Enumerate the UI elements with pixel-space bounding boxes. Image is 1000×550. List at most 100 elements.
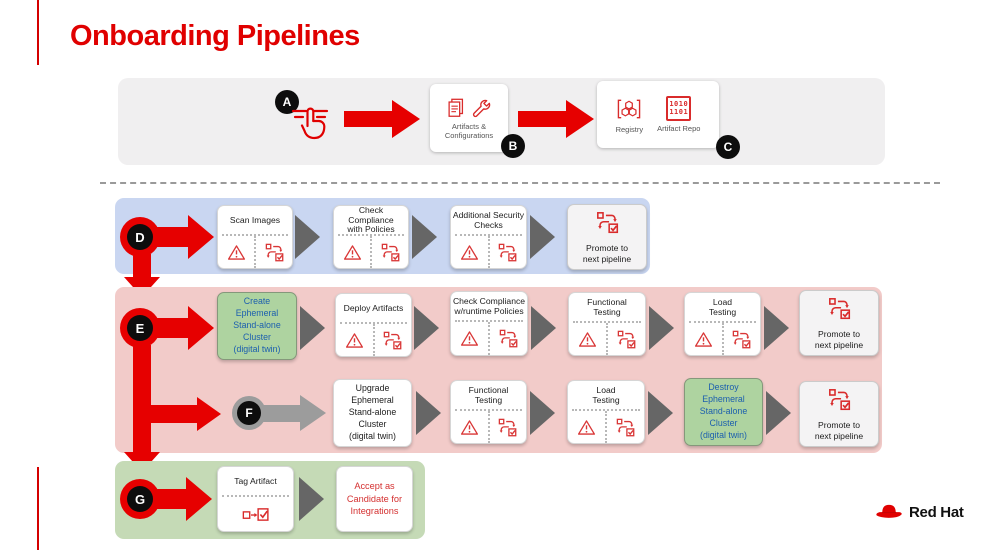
- step-card-load-testing-f: Load Testing: [567, 380, 645, 444]
- step-title: Destroy Ephemeral Stand-alone Cluster (d…: [699, 382, 748, 440]
- dotted-divider: [338, 234, 404, 236]
- pipeline-icon: [380, 242, 401, 263]
- badge-b: B: [501, 134, 525, 158]
- registry-item: Registry: [616, 96, 643, 134]
- pipeline-icon: [382, 330, 403, 351]
- e-down-line: [133, 345, 151, 454]
- step-arrow-icon: [649, 306, 674, 350]
- artifacts-configurations-card: Artifacts & Configurations: [430, 84, 508, 152]
- g-arrow: [152, 489, 186, 509]
- warning-icon: [344, 330, 365, 351]
- badge-d: D: [127, 224, 153, 250]
- warning-icon: [576, 417, 597, 438]
- step-card-check-runtime: Check Compliance w/runtime Policies: [450, 291, 528, 356]
- pipeline-icon: [497, 417, 518, 438]
- g-arrow-head: [186, 477, 212, 521]
- badge-e: E: [127, 315, 153, 341]
- promote-card-f: Promote to next pipeline: [799, 381, 879, 447]
- promote-label: Promote to next pipeline: [582, 243, 632, 264]
- hand-press-icon: [286, 99, 334, 145]
- document-icon: [445, 97, 467, 119]
- warning-icon: [693, 329, 714, 350]
- step-title: Check Compliance with Policies: [347, 204, 395, 235]
- flow-arrow: [344, 111, 392, 127]
- accept-label: Accept as Candidate for Integrations: [346, 481, 403, 517]
- pipeline-icon: [827, 296, 852, 321]
- step-arrow-icon: [764, 306, 789, 350]
- step-title: Load Testing: [592, 384, 620, 405]
- warning-icon: [342, 242, 363, 263]
- pipeline-icon: [615, 417, 636, 438]
- binary-line: 1101: [669, 108, 689, 116]
- step-arrow-icon: [412, 215, 437, 259]
- step-arrow-icon: [416, 391, 441, 435]
- warning-icon: [577, 329, 598, 350]
- left-accent-line-bottom: [37, 467, 39, 550]
- registry-icon: [616, 96, 642, 122]
- step-arrow-icon: [766, 391, 791, 435]
- step-card-functional-testing-f: Functional Testing: [450, 380, 527, 444]
- step-card-upgrade-cluster: Upgrade Ephemeral Stand-alone Cluster (d…: [333, 379, 412, 447]
- promote-label: Promote to next pipeline: [814, 329, 864, 350]
- dotted-divider: [573, 321, 641, 323]
- badge-f: F: [237, 401, 261, 425]
- artifact-repo-label: Artifact Repo: [657, 123, 701, 133]
- dotted-divider: [222, 495, 289, 497]
- d-arrow: [152, 227, 188, 247]
- section-divider: [100, 182, 940, 184]
- step-title: Tag Artifact: [234, 475, 277, 486]
- step-card-load-testing-e: Load Testing: [684, 292, 761, 356]
- pipeline-icon: [497, 242, 518, 263]
- step-title: Create Ephemeral Stand-alone Cluster (di…: [233, 296, 281, 354]
- promote-card-d: Promote to next pipeline: [567, 204, 647, 270]
- step-arrow-icon: [530, 215, 555, 259]
- f-arrow: [262, 405, 300, 422]
- step-title: Check Compliance w/runtime Policies: [452, 295, 526, 316]
- pipeline-icon: [616, 329, 637, 350]
- warning-icon: [459, 242, 480, 263]
- dotted-divider: [222, 234, 288, 236]
- binary-line: 1010: [669, 99, 689, 108]
- f-branch-arrow: [133, 405, 197, 423]
- step-arrow-icon: [530, 391, 555, 435]
- warning-icon: [459, 417, 480, 438]
- step-arrow-icon: [300, 306, 325, 350]
- step-arrow-icon: [295, 215, 320, 259]
- left-accent-line-top: [37, 0, 39, 65]
- step-title: Deploy Artifacts: [343, 302, 404, 313]
- flow-arrow: [518, 111, 566, 127]
- step-arrow-icon: [648, 391, 673, 435]
- artifact-repo-item: 1010 1101 Artifact Repo: [657, 95, 701, 133]
- pipeline-icon: [827, 387, 852, 412]
- dotted-divider: [572, 409, 640, 411]
- promote-card-e: Promote to next pipeline: [799, 290, 879, 356]
- step-card-destroy-cluster: Destroy Ephemeral Stand-alone Cluster (d…: [684, 378, 763, 446]
- d-down-arrow: [133, 254, 151, 277]
- wrench-icon: [471, 97, 493, 119]
- step-card-check-compliance: Check Compliance with Policies: [333, 205, 409, 269]
- fedora-icon: [874, 501, 904, 523]
- step-card-scan-images: Scan Images: [217, 205, 293, 269]
- dotted-divider: [455, 409, 522, 411]
- step-card-create-cluster: Create Ephemeral Stand-alone Cluster (di…: [217, 292, 297, 360]
- d-arrow-head: [188, 215, 214, 259]
- step-arrow-icon: [414, 306, 439, 350]
- artifacts-configurations-label: Artifacts & Configurations: [444, 121, 494, 140]
- f-branch-arrow-head: [197, 397, 221, 431]
- step-title: Additional Security Checks: [452, 209, 525, 230]
- promote-label: Promote to next pipeline: [814, 420, 864, 441]
- redhat-logo: Red Hat: [874, 501, 964, 523]
- step-title: Load Testing: [708, 296, 737, 317]
- page-title: Onboarding Pipelines: [70, 20, 360, 52]
- f-arrow-head: [300, 395, 326, 431]
- flow-arrow-head: [392, 100, 420, 138]
- tag-artifact-icon: [242, 505, 269, 524]
- step-card-functional-testing-e: Functional Testing: [568, 292, 646, 356]
- dotted-divider: [455, 320, 523, 322]
- flow-arrow-head: [566, 100, 594, 138]
- step-card-additional-security: Additional Security Checks: [450, 205, 527, 269]
- e-arrow-head: [188, 306, 214, 350]
- dotted-divider: [455, 234, 522, 236]
- accept-candidate-card: Accept as Candidate for Integrations: [336, 466, 413, 532]
